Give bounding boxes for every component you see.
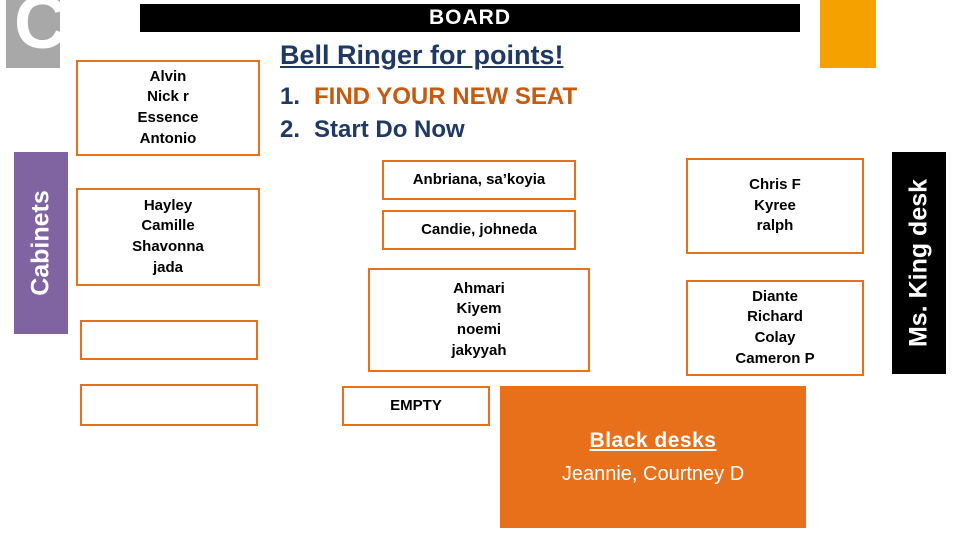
cabinets-bar: Cabinets [14, 152, 68, 334]
desk-name-line: Kiyem [456, 300, 502, 318]
desk-name-line: Hayley [143, 196, 193, 214]
desk-name-line: Colay [754, 329, 796, 346]
desk-group-chris-f: Chris F Kyree ralph [686, 158, 864, 254]
desk-name-line: Chris F [749, 175, 801, 193]
bell-ringer-item-1-text: FIND YOUR NEW SEAT [314, 83, 578, 110]
ms-king-desk-bar: Ms. King desk [892, 152, 946, 374]
desk-name-line: Richard [747, 308, 803, 326]
desk-name-line: Kyree [754, 196, 796, 214]
desk-name-line: Alvin [149, 67, 187, 85]
desk-name-line: Diante [752, 287, 798, 305]
desk-group-candie: Candie, johneda [382, 210, 576, 250]
black-desks-title: Black desks [589, 428, 717, 452]
board-banner: BOARD [140, 4, 800, 32]
desk-name-line: jada [152, 258, 183, 276]
desk-name-line: Candie, johneda [421, 220, 537, 238]
corner-gray-block: C [6, 0, 60, 68]
ms-king-desk-label: Ms. King desk [904, 178, 933, 348]
desk-group-empty-labeled: EMPTY [342, 386, 490, 426]
bell-ringer-item-1: 1. FIND YOUR NEW SEAT [280, 83, 750, 111]
orange-swatch-block [820, 0, 876, 68]
bell-ringer-title: Bell Ringer for points! [280, 40, 564, 70]
desk-name-line: Ahmari [453, 279, 505, 297]
bell-ringer-item-2-number: 2. [280, 116, 301, 143]
desk-name-line: jakyyah [451, 341, 507, 359]
bell-ringer-item-1-number: 1. [280, 83, 301, 110]
desk-name-line: Shavonna [132, 238, 204, 255]
bell-ringer-item-2: 2. Start Do Now [280, 116, 750, 144]
desk-name-line: Antonio [139, 129, 197, 147]
desk-name-line: Essence [137, 109, 199, 126]
desk-name-line: EMPTY [390, 396, 442, 414]
black-desks-block: Black desks Jeannie, Courtney D [500, 386, 806, 528]
black-desks-names: Jeannie, Courtney D [561, 462, 745, 485]
desk-name-line: Anbriana, sa’koyia [412, 170, 546, 188]
desk-name-line: ralph [756, 217, 794, 235]
desk-group-empty-1 [80, 320, 258, 360]
desk-name-line: Cameron P [735, 349, 815, 367]
corner-letter: C [14, 0, 60, 64]
desk-group-anbriana: Anbriana, sa’koyia [382, 160, 576, 200]
desk-name-line: Nick r [147, 88, 189, 106]
desk-name-line: noemi [456, 321, 502, 338]
cabinets-label: Cabinets [26, 190, 55, 296]
bell-ringer-item-2-text: Start Do Now [314, 116, 465, 143]
desk-group-empty-2 [80, 384, 258, 426]
desk-name-line: Camille [141, 217, 195, 235]
